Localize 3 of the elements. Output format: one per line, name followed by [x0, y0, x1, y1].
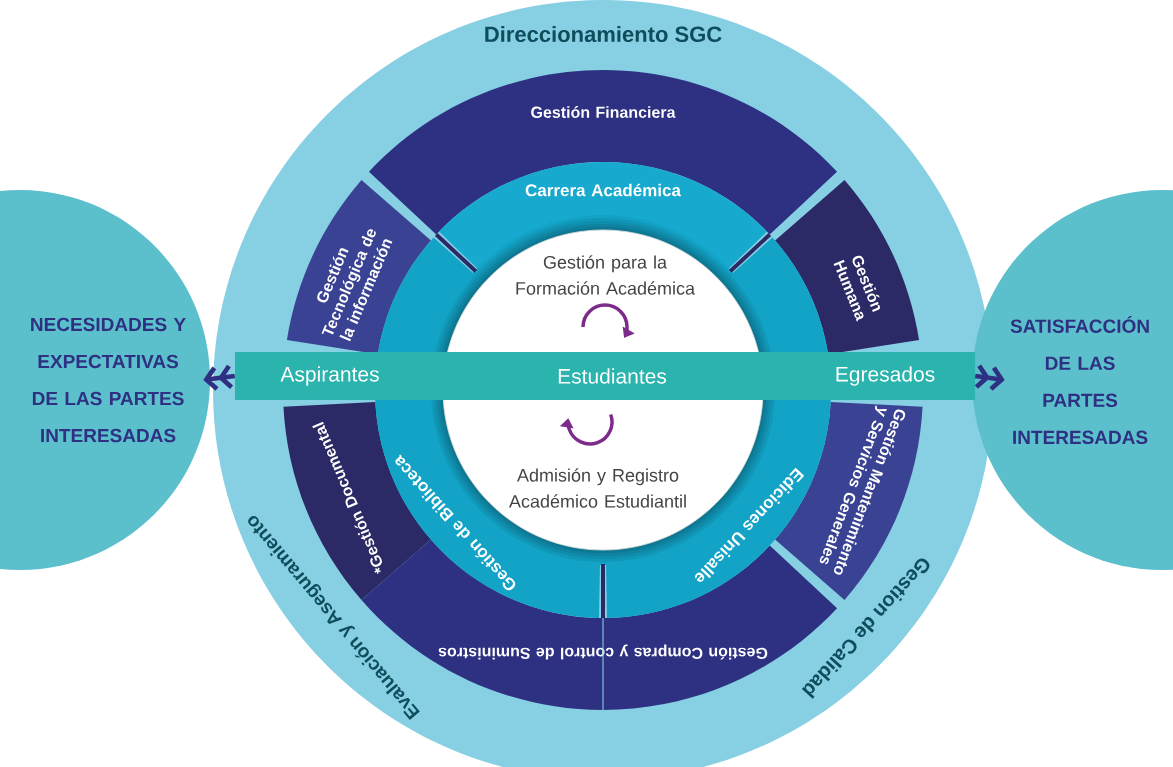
chevron-arrow — [974, 364, 1005, 391]
chevron-arrow — [203, 364, 236, 391]
band: Aspirantes Estudiantes Egresados — [235, 352, 975, 400]
